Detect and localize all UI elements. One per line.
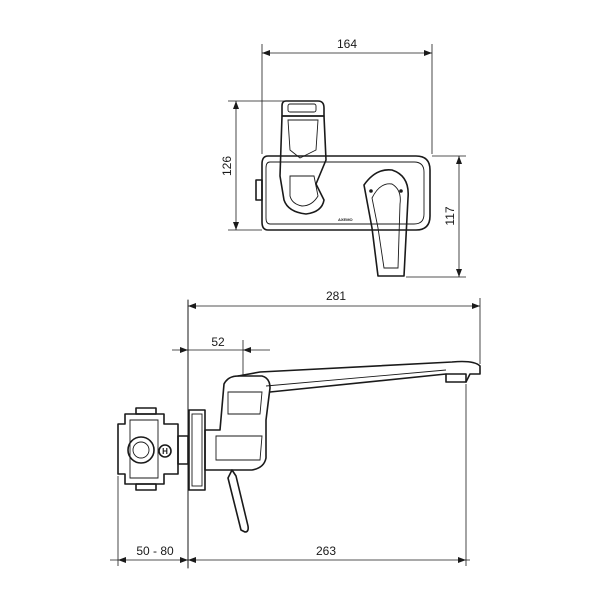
valve-body	[117, 413, 179, 485]
dim-117-arrow-bottom	[456, 269, 462, 277]
dim-263-arrow-left	[188, 557, 196, 563]
valve-bottom-stub	[135, 483, 157, 491]
dim-164-arrow-right	[424, 50, 432, 56]
dim-281-label: 281	[326, 289, 346, 303]
dim-52-arrow-left	[180, 347, 188, 353]
dim-281-arrow-right	[472, 303, 480, 309]
brand-logo: AXEMO	[338, 217, 353, 222]
dim-117-arrow-top	[456, 156, 462, 164]
front-backplate	[261, 155, 431, 231]
side-spout-underside	[265, 369, 447, 387]
dim-263-label: 263	[316, 544, 336, 558]
dim-126-label: 126	[220, 156, 234, 176]
dim-117-label: 117	[443, 206, 457, 225]
front-spout-body	[279, 115, 327, 215]
side-backplate-inner	[191, 413, 203, 487]
front-spout-facet-lower	[289, 175, 319, 207]
dim-126-arrow-bottom	[233, 222, 239, 230]
side-lever	[227, 469, 249, 533]
front-lever-pivot-left	[369, 189, 373, 193]
dim-52-arrow-right	[243, 347, 251, 353]
mixer-body	[204, 375, 271, 471]
dim-5080-label: 50 - 80	[136, 544, 174, 558]
front-side-stub	[255, 179, 263, 201]
dim-5080-arrow-left	[118, 557, 126, 563]
front-backplate-inner	[265, 161, 425, 225]
valve-port-inner	[132, 441, 150, 459]
valve-inner-frame	[129, 419, 159, 479]
front-lever-pivot-right	[399, 189, 403, 193]
mixer-body-facet	[227, 391, 263, 415]
dim-126-arrow-top	[233, 101, 239, 109]
front-spout-facet	[287, 119, 319, 159]
dim-281-arrow-left	[188, 303, 196, 309]
hot-indicator	[158, 444, 172, 458]
hot-indicator-label: H	[162, 447, 168, 456]
front-spout-cap-slot	[287, 103, 317, 113]
dim-263-arrow-right	[458, 557, 466, 563]
front-lever-handle	[363, 168, 409, 277]
side-view: H 281 52 5	[110, 289, 481, 569]
front-lever-inner	[371, 183, 401, 269]
dim-52-label: 52	[211, 335, 225, 349]
valve-port-outer	[127, 436, 155, 464]
valve-top-stub	[135, 407, 157, 415]
valve-right-block	[177, 435, 189, 465]
mixer-body-lower	[215, 435, 263, 461]
dim-164-arrow-left	[262, 50, 270, 56]
side-spout-tip	[445, 373, 467, 383]
dim-164-label: 164	[337, 37, 357, 51]
dim-5080-arrow-right	[180, 557, 188, 563]
front-view: AXEMO 164 126 117	[220, 37, 466, 278]
side-backplate	[188, 409, 206, 491]
side-spout	[237, 360, 481, 393]
